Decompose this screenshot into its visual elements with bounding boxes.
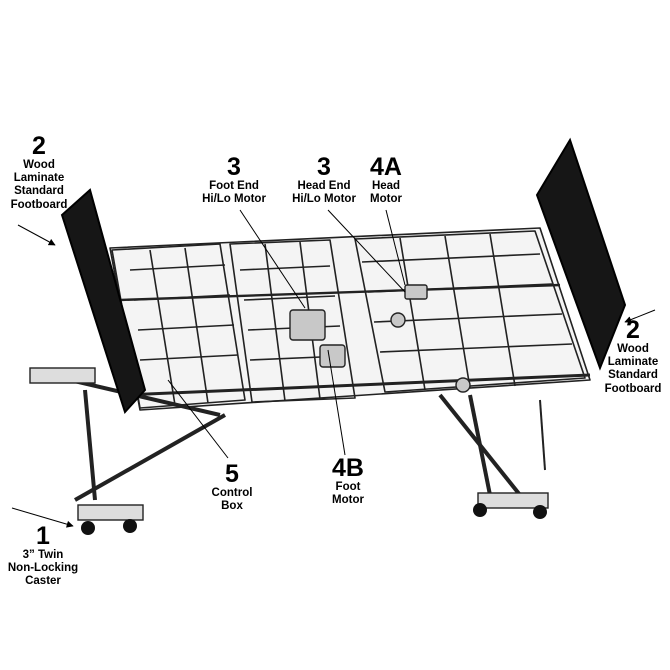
callout-footboard-right: 2 Wood Laminate Standard Footboard (596, 318, 670, 396)
callout-head-hilo-motor: 3 Head End Hi/Lo Motor (282, 155, 366, 206)
footboard-left-panel (60, 188, 147, 414)
callout-foot-motor: 4B Foot Motor (316, 456, 380, 507)
callout-number: 5 (225, 460, 239, 488)
callout-label: 3” Twin Non-Locking Caster (7, 549, 79, 588)
callout-label: Foot Motor (332, 481, 364, 507)
callout-number: 3 (317, 153, 331, 181)
callout-label: Head End Hi/Lo Motor (292, 180, 356, 206)
callout-caster: 1 3” Twin Non-Locking Caster (0, 524, 86, 589)
callout-control-box: 5 Control Box (200, 462, 264, 513)
callout-number: 1 (36, 522, 50, 550)
callout-number: 3 (227, 153, 241, 181)
leader-lines (11, 209, 656, 528)
callout-footboard-left: 2 Wood Laminate Standard Footboard (2, 134, 76, 212)
motors (289, 284, 471, 393)
callout-number: 4B (332, 454, 364, 482)
callout-number: 2 (32, 132, 46, 160)
footboard-right-panel (535, 137, 627, 371)
callout-head-motor: 4A Head Motor (360, 155, 412, 206)
callout-label: Foot End Hi/Lo Motor (202, 180, 266, 206)
callout-label: Head Motor (370, 180, 402, 206)
callout-number: 4A (370, 153, 402, 181)
callout-label: Control Box (211, 487, 253, 513)
callout-label: Wood Laminate Standard Footboard (10, 159, 68, 211)
casters (29, 367, 549, 535)
callout-label: Wood Laminate Standard Footboard (604, 343, 662, 395)
callout-number: 2 (626, 316, 640, 344)
callout-foot-hilo-motor: 3 Foot End Hi/Lo Motor (192, 155, 276, 206)
bed-frame (69, 227, 591, 502)
